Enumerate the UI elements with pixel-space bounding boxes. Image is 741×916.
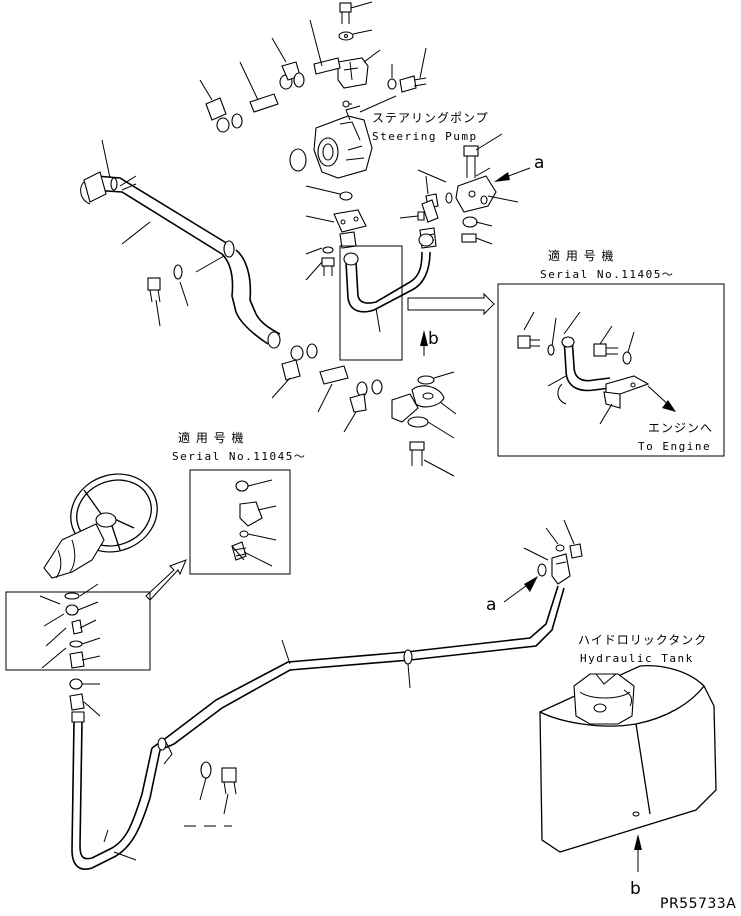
ref-arrow-a-lower: [503, 576, 538, 603]
clamp-2: [293, 72, 305, 88]
hydraulic-tank: [539, 664, 717, 853]
detail-arrow-diagonal: [145, 559, 187, 601]
washer-top: [338, 31, 354, 41]
top-bolt: [339, 1, 373, 24]
ref-arrow-b-upper: [420, 330, 428, 356]
ref-label-b-upper: b: [428, 329, 439, 349]
ref-label-b-lower: b: [630, 879, 641, 899]
pump-flange: [305, 209, 367, 249]
o-ring-small: [342, 100, 350, 108]
steering-supply-line: [69, 585, 565, 870]
hose-detail-box: [339, 233, 434, 361]
pump-o-ring: [289, 148, 307, 172]
hydraulic-tank-label-en: Hydraulic Tank: [580, 652, 694, 665]
pump-fitting: [337, 49, 381, 89]
steering-wheel: [43, 473, 158, 579]
steering-pump-label-en: Steering Pump: [372, 130, 478, 143]
ref-arrow-a-upper: [494, 167, 531, 182]
hydraulic-tank-label-jp: ハイドロリックタンク: [578, 633, 707, 647]
serial-box2-title-jp: 適 用 号 機: [178, 430, 244, 445]
serial-box2-title-en: Serial No.11045～: [172, 450, 306, 463]
left-bolt-washer: [147, 264, 189, 327]
serial-box1-title-jp: 適 用 号 機: [548, 248, 614, 263]
hose-segment-1: [309, 19, 341, 75]
steering-pump-label-jp: ステアリングポンプ: [372, 111, 489, 125]
serial-box1: [497, 283, 725, 457]
clamp-3: [199, 79, 243, 133]
steering-pump-assembly: [199, 1, 427, 281]
lower-bolt-washer: [199, 761, 237, 815]
fitting-cluster-a-lower: [523, 519, 583, 585]
steering-pump: [313, 105, 373, 179]
hose-segment-2: [239, 61, 279, 113]
steering-return-pipe: [80, 139, 281, 349]
fitting-block-a: [417, 133, 519, 245]
ref-arrow-b-lower: [634, 834, 642, 872]
serial-box1-title-en: Serial No.11405～: [540, 268, 674, 281]
o-ring-lower: [339, 191, 353, 201]
detail-arrow-right: [407, 292, 495, 316]
steering-detail-box: [5, 583, 151, 671]
ref-label-a-lower: a: [486, 595, 496, 615]
to-engine-label-jp: エンジンへ: [648, 421, 713, 435]
lower-hose-clamps: [271, 343, 383, 433]
flange-bolts: [305, 246, 335, 281]
to-engine-label-en: To Engine: [638, 440, 711, 453]
ref-label-a-upper: a: [534, 153, 544, 173]
serial-box2: [189, 469, 291, 575]
elbow-flange: [391, 371, 457, 477]
part-number: PR55733A: [660, 896, 736, 912]
pump-mount-bolt: [387, 47, 427, 93]
